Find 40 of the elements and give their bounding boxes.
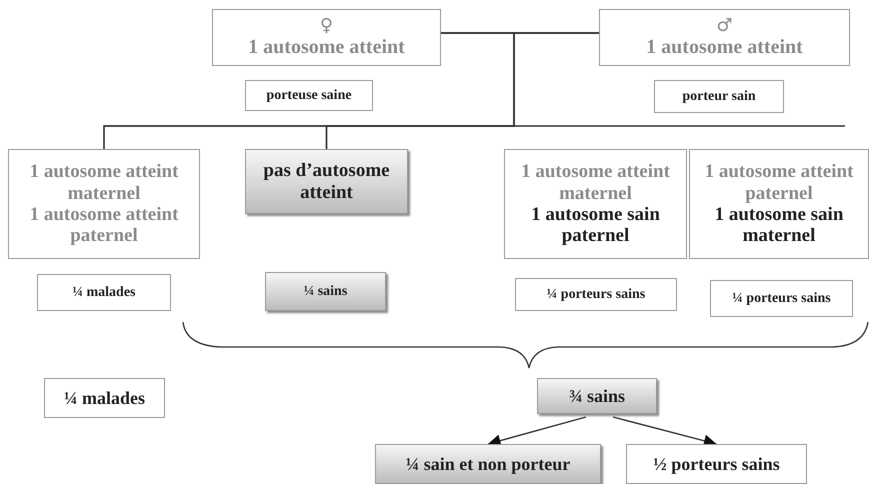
proportion-box bbox=[515, 278, 677, 311]
box-text: 1 autosome sain paternel bbox=[530, 204, 661, 247]
proportion-box bbox=[375, 444, 601, 484]
proportion-box bbox=[44, 378, 165, 418]
status-box bbox=[245, 80, 373, 111]
box-text: ½ porteurs sains bbox=[653, 454, 780, 474]
proportion-box bbox=[710, 280, 853, 317]
arrow bbox=[612, 416, 717, 447]
box-text: ¾ sains bbox=[568, 386, 626, 406]
box-text: ¼ sains bbox=[304, 284, 348, 300]
proportion-box bbox=[37, 274, 171, 311]
parent-box bbox=[212, 9, 441, 66]
box-text: ¼ malades bbox=[72, 284, 136, 300]
pedigree-line bbox=[326, 32, 599, 149]
box-text: ¼ sain et non porteur bbox=[406, 454, 570, 474]
box-text: 1 autosome atteint maternel bbox=[520, 161, 671, 204]
box-text: 1 autosome atteint paternel bbox=[28, 204, 180, 247]
arrow bbox=[488, 416, 586, 447]
genotype-box bbox=[8, 149, 200, 259]
parent-box bbox=[599, 9, 850, 66]
status-box bbox=[654, 80, 784, 113]
sex-symbol: ♀ bbox=[320, 16, 334, 36]
box-text: 1 autosome sain maternel bbox=[714, 204, 844, 247]
proportion-box bbox=[626, 444, 807, 484]
genotype-box bbox=[504, 149, 687, 259]
proportion-box bbox=[537, 378, 657, 414]
box-text: 1 autosome atteint maternel bbox=[28, 161, 180, 204]
proportion-box bbox=[265, 272, 386, 311]
box-text: ¼ porteurs sains bbox=[546, 286, 646, 302]
box-text: pas d’autosome atteint bbox=[262, 160, 391, 203]
genotype-box bbox=[245, 149, 408, 214]
box-text: ¼ porteurs sains bbox=[732, 290, 831, 306]
box-text: 1 autosome atteint bbox=[248, 36, 405, 59]
box-text: ¼ malades bbox=[64, 388, 145, 408]
box-text: 1 autosome atteint paternel bbox=[704, 161, 854, 204]
box-text: porteur sain bbox=[682, 88, 756, 104]
genotype-box bbox=[689, 149, 869, 259]
box-text: porteuse saine bbox=[266, 88, 352, 104]
box-text: 1 autosome atteint bbox=[646, 36, 803, 59]
sex-symbol: ♂ bbox=[716, 16, 733, 36]
